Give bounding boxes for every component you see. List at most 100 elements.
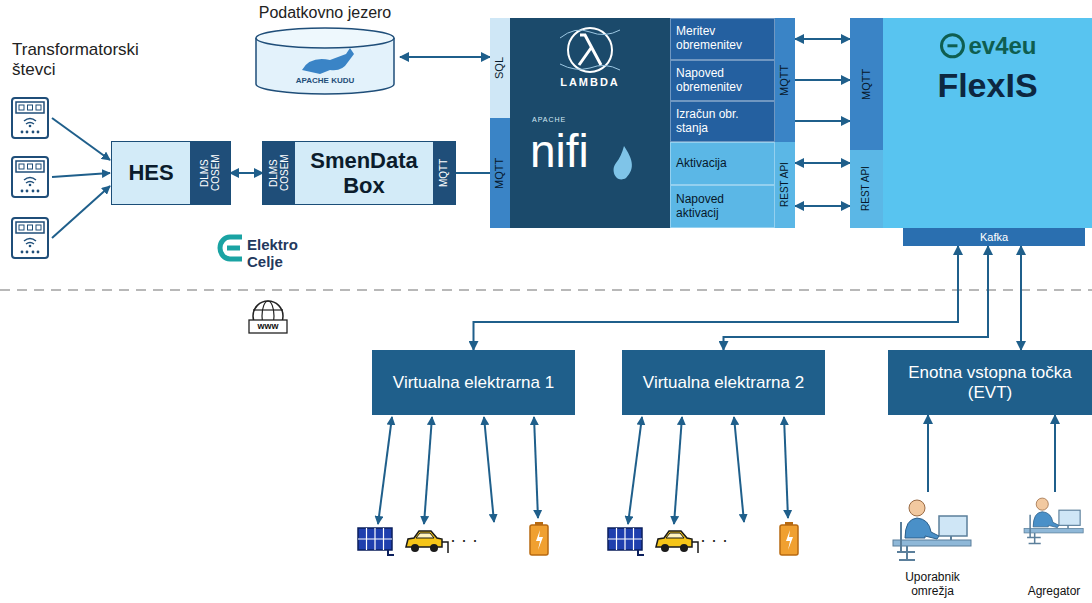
meter-icons [12, 98, 48, 258]
node-label: Napoved obremenitev [676, 67, 769, 95]
user-figure: Uporabnik omrežja [885, 492, 980, 601]
database-cylinder [302, 48, 354, 74]
flexis-box: ev4euFlexISMQTTREST APIKafka [850, 18, 1092, 228]
person-icon [1027, 515, 1041, 544]
device-icons [780, 522, 798, 555]
node-label: Izračun obr. stanja [676, 108, 769, 136]
plant-box: Enotna vstopna točka (EVT) [888, 350, 1092, 415]
connector-arrow [455, 172, 490, 174]
logo-graphic [560, 30, 620, 70]
protocol-strip: SQL [490, 18, 510, 118]
zone-divider [0, 289, 1092, 291]
connector-arrow [724, 246, 989, 350]
person-icon [905, 518, 939, 539]
connector-arrow [795, 79, 850, 81]
person-icon [1024, 528, 1083, 533]
function-box: Napoved obremenitev [670, 60, 775, 101]
function-box: Izračun obr. stanja [670, 101, 775, 142]
connector-arrow [795, 162, 850, 164]
logo-graphic [614, 146, 632, 179]
strip-label: MQTT [861, 20, 873, 148]
person-icon [939, 516, 967, 536]
node-label: Agregator [1028, 585, 1081, 599]
ellipsis-mark: · · · [440, 530, 488, 551]
device-icons [358, 528, 394, 555]
data-lake: Podatkovno jezeroAPACHE KUDU [250, 4, 400, 96]
node-label: Virtualna elektrarna 2 [643, 373, 804, 393]
kafka-tab: Kafka [903, 228, 1085, 246]
protocol-strip: MQTT [775, 18, 795, 142]
device-arrows [534, 417, 538, 518]
node-label: FlexIS [937, 66, 1037, 105]
connector-arrow [927, 415, 929, 492]
person-icon [1067, 525, 1069, 528]
database-cylinder [256, 28, 394, 48]
node-label: Podatkovno jezero [259, 4, 392, 22]
node-label: APACHE KUDU [250, 76, 400, 85]
node-label: ev4eu [938, 32, 1036, 60]
device-arrows [628, 417, 642, 524]
system-box: SmenData BoxDLMS COSEMMQTT [263, 142, 455, 204]
logo-graphic [941, 35, 963, 57]
protocol-strip: MQTT [490, 118, 510, 228]
meter-arrows [52, 118, 110, 160]
node-label: Virtualna elektrarna 1 [393, 373, 554, 393]
company-name: Elektro Celje [247, 236, 317, 271]
connector-arrow [400, 56, 490, 58]
device-arrows [674, 417, 682, 524]
node-label: Meritev obremenitev [676, 25, 769, 53]
logo-graphic [947, 44, 957, 47]
person-icon [897, 522, 915, 560]
connector-arrow [795, 205, 850, 207]
globe-icon [253, 309, 283, 310]
company-logo [220, 237, 242, 259]
protocol-strip: REST API [850, 150, 883, 228]
connector-arrow [474, 246, 959, 350]
function-box: Aktivacija [670, 142, 775, 185]
person-icon [909, 500, 925, 516]
device-arrows [484, 417, 494, 522]
meter-icons [12, 157, 48, 197]
person-icon [893, 540, 971, 546]
person-icon [950, 536, 952, 540]
group-label: Transformatorski števci [12, 40, 162, 79]
ellipsis-mark: · · · [690, 530, 738, 551]
function-box: Napoved aktivacij [670, 185, 775, 228]
device-arrows [734, 417, 744, 522]
connector-arrow [795, 38, 850, 40]
person-icon [1059, 510, 1080, 525]
globe-icon [249, 320, 287, 333]
protocol-strip: MQTT [433, 142, 455, 204]
device-icons [406, 531, 448, 553]
strip-label: REST API [780, 144, 791, 226]
node-label: APACHE [532, 116, 566, 124]
device-arrows [378, 417, 392, 524]
strip-label: DLMS COSEM [200, 144, 221, 202]
node-label: LAMBDA [510, 76, 670, 89]
device-icons [358, 522, 798, 555]
device-icons [656, 531, 698, 553]
globe-icon [249, 301, 287, 333]
function-box: Meritev obremenitev [670, 18, 775, 60]
device-arrows [784, 417, 788, 518]
strip-label: MQTT [779, 20, 791, 140]
device-arrows [424, 417, 432, 524]
system-box: HESDLMS COSEM [112, 142, 230, 204]
device-icons [530, 522, 548, 555]
company-logo [220, 237, 242, 259]
node-label: nifi [530, 128, 589, 174]
connector-arrow [1020, 246, 1022, 350]
protocol-strip: MQTT [850, 18, 883, 150]
meter-arrows [52, 186, 110, 238]
node-label: Kafka [980, 231, 1008, 244]
strip-label: MQTT [494, 120, 506, 226]
device-arrows [378, 417, 788, 524]
meter-icons [12, 98, 48, 138]
node-label: Napoved aktivacij [676, 193, 769, 221]
plant-box: Virtualna elektrarna 1 [372, 350, 575, 415]
person-icon [893, 500, 971, 560]
company-logo [227, 246, 240, 251]
node-label: Enotna vstopna točka (EVT) [896, 363, 1084, 402]
person-icon [1024, 498, 1083, 543]
